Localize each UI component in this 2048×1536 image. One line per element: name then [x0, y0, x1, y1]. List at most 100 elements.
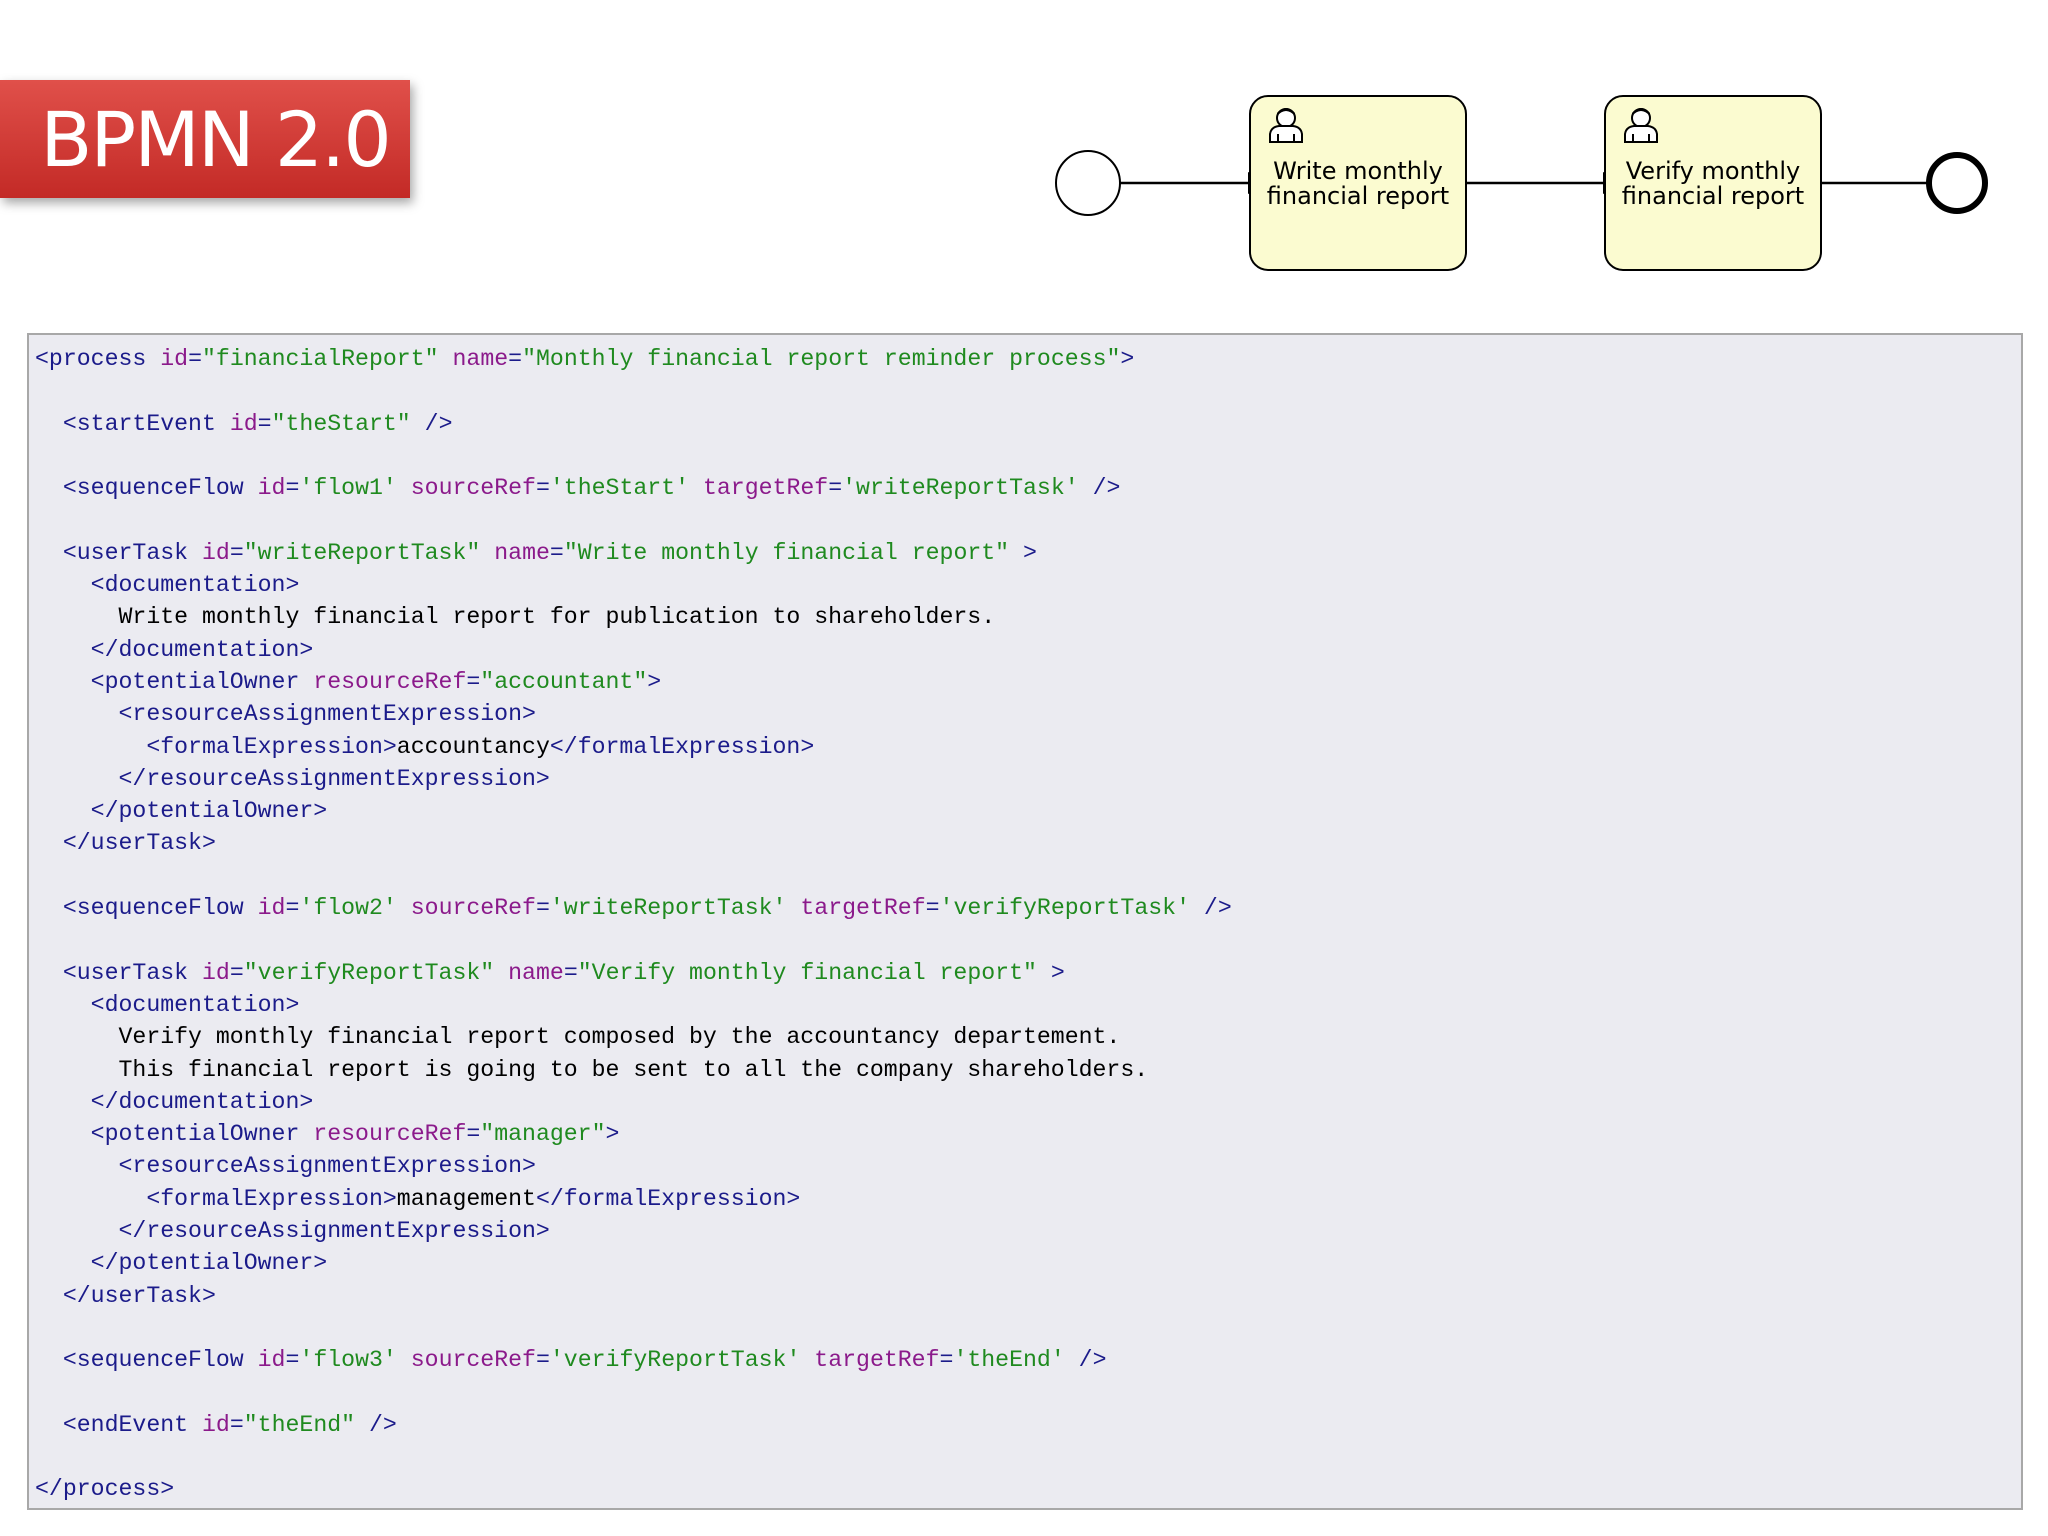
xml-tag-token: />: [1190, 895, 1232, 922]
code-line: [35, 440, 2021, 472]
task-label-line-2: financial report: [1622, 182, 1804, 210]
xml-attribute-token: id: [257, 895, 286, 922]
xml-tag-token: [480, 540, 494, 566]
xml-equals-token: =: [549, 539, 564, 566]
xml-tag-token: >: [1120, 346, 1135, 372]
xml-value-token: "Monthly financial report reminder proce…: [522, 346, 1121, 372]
xml-equals-token: =: [285, 1347, 300, 1374]
xml-tag-token: [689, 475, 703, 501]
xml-equals-token: =: [563, 959, 578, 986]
xml-value-token: 'writeReportTask': [842, 475, 1079, 502]
code-line: </resourceAssignmentExpression>: [35, 763, 2021, 795]
xml-attribute-token: resourceRef: [313, 668, 467, 695]
xml-tag-token: <potentialOwner: [35, 1121, 314, 1148]
xml-value-token: "writeReportTask": [243, 539, 481, 566]
xml-value-token: "theStart": [271, 410, 411, 437]
xml-equals-token: =: [466, 668, 481, 695]
xml-equals-token: =: [925, 895, 940, 922]
xml-tag-token: </formalExpression>: [535, 1185, 801, 1212]
xml-tag-token: </userTask>: [35, 1282, 216, 1309]
xml-equals-token: =: [285, 475, 300, 502]
xml-tag-token: <documentation>: [35, 991, 300, 1018]
end-event: [1926, 152, 1988, 214]
code-line: <sequenceFlow id='flow1' sourceRef='theS…: [35, 472, 2021, 504]
code-line: <resourceAssignmentExpression>: [35, 1150, 2021, 1182]
xml-tag-token: <potentialOwner: [35, 668, 314, 695]
code-line: <endEvent id="theEnd" />: [35, 1409, 2021, 1441]
xml-attribute-token: id: [257, 1347, 286, 1374]
xml-attribute-token: id: [160, 346, 189, 372]
code-line: This financial report is going to be sen…: [35, 1054, 2021, 1086]
start-event: [1055, 150, 1121, 216]
user-task-write-report: Write monthly financial report: [1249, 95, 1467, 271]
bpmn-diagram: Write monthly financial report Verify mo…: [1055, 95, 1988, 271]
xml-tag-token: </documentation>: [35, 1088, 314, 1115]
xml-tag-token: <userTask: [35, 539, 202, 566]
code-line: <documentation>: [35, 989, 2021, 1021]
code-line: Verify monthly financial report composed…: [35, 1021, 2021, 1053]
xml-equals-token: =: [229, 1411, 244, 1438]
code-line: <formalExpression>management</formalExpr…: [35, 1183, 2021, 1215]
code-line: </documentation>: [35, 634, 2021, 666]
code-line: [35, 1312, 2021, 1344]
xml-equals-token: =: [535, 895, 550, 922]
xml-equals-token: =: [508, 346, 523, 372]
xml-value-token: 'verifyReportTask': [549, 1347, 801, 1374]
xml-text-token: Write monthly financial report for publi…: [35, 604, 996, 631]
task-label-line-1: Write monthly: [1273, 157, 1443, 185]
xml-tag-token: />: [355, 1411, 397, 1438]
xml-text-token: Verify monthly financial report composed…: [35, 1024, 1121, 1051]
xml-equals-token: =: [188, 346, 202, 372]
xml-tag-token: >: [647, 668, 662, 695]
xml-equals-token: =: [939, 1347, 954, 1374]
xml-equals-token: =: [828, 475, 843, 502]
xml-tag-token: <sequenceFlow: [35, 475, 258, 502]
code-line: <resourceAssignmentExpression>: [35, 698, 2021, 730]
code-line: <userTask id="verifyReportTask" name="Ve…: [35, 957, 2021, 989]
xml-tag-token: </resourceAssignmentExpression>: [35, 1218, 550, 1245]
xml-tag-token: <userTask: [35, 959, 202, 986]
code-line: <potentialOwner resourceRef="accountant"…: [35, 666, 2021, 698]
code-line: <process id="financialReport" name="Mont…: [35, 343, 2021, 375]
xml-tag-token: <sequenceFlow: [35, 895, 258, 922]
xml-value-token: "Verify monthly financial report": [577, 959, 1037, 986]
page-title: BPMN 2.0: [40, 94, 391, 184]
xml-attribute-token: id: [257, 475, 286, 502]
xml-tag-token: <resourceAssignmentExpression>: [35, 1153, 536, 1180]
xml-tag-token: </formalExpression>: [549, 733, 815, 760]
xml-value-token: "Write monthly financial report": [563, 539, 1010, 566]
xml-tag-token: </userTask>: [35, 830, 216, 857]
user-task-verify-report: Verify monthly financial report: [1604, 95, 1822, 271]
xml-tag-token: </process>: [35, 1476, 175, 1503]
xml-attribute-token: id: [201, 1411, 230, 1438]
xml-tag-token: <endEvent: [35, 1411, 202, 1438]
xml-equals-token: =: [466, 1121, 481, 1148]
code-line: <sequenceFlow id='flow3' sourceRef='veri…: [35, 1344, 2021, 1376]
code-line: </documentation>: [35, 1086, 2021, 1118]
code-line: <sequenceFlow id='flow2' sourceRef='writ…: [35, 892, 2021, 924]
xml-tag-token: </documentation>: [35, 636, 314, 663]
code-line: <documentation>: [35, 569, 2021, 601]
xml-value-token: 'writeReportTask': [549, 895, 787, 922]
code-line: Write monthly financial report for publi…: [35, 601, 2021, 633]
xml-attribute-token: sourceRef: [410, 1347, 536, 1374]
code-line: <formalExpression>accountancy</formalExp…: [35, 731, 2021, 763]
xml-attribute-token: targetRef: [702, 475, 829, 502]
task-label-line-2: financial report: [1267, 182, 1449, 210]
xml-equals-token: =: [535, 475, 550, 502]
xml-value-token: "accountant": [480, 668, 648, 695]
xml-attribute-token: id: [201, 959, 230, 986]
xml-equals-token: =: [285, 895, 300, 922]
xml-tag-token: <startEvent: [35, 410, 230, 437]
xml-attribute-token: targetRef: [814, 1347, 940, 1374]
xml-tag-token: <process: [35, 346, 161, 372]
code-line: <userTask id="writeReportTask" name="Wri…: [35, 537, 2021, 569]
xml-tag-token: [800, 1347, 814, 1373]
xml-tag-token: />: [1078, 475, 1121, 502]
xml-value-token: "theEnd": [243, 1411, 356, 1438]
xml-tag-token: </potentialOwner>: [35, 1250, 328, 1277]
user-icon: [1624, 108, 1658, 143]
xml-tag-token: </resourceAssignmentExpression>: [35, 765, 550, 792]
code-line: <potentialOwner resourceRef="manager">: [35, 1118, 2021, 1150]
code-line: </potentialOwner>: [35, 1247, 2021, 1279]
